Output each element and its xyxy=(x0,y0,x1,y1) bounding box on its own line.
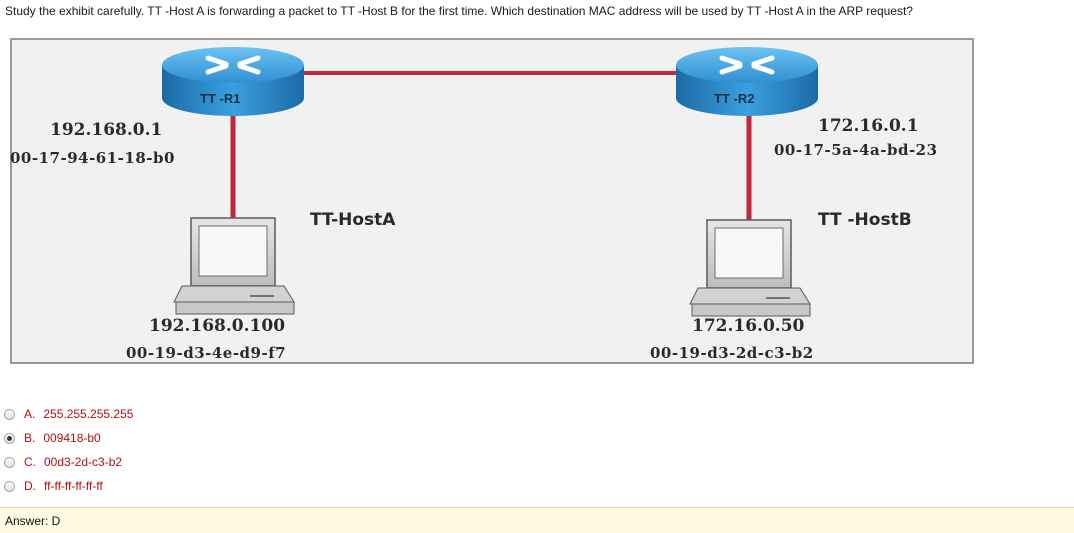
question-text: Study the exhibit carefully. TT -Host A … xyxy=(5,4,913,18)
router1-mac: 00-17-94-61-18-b0 xyxy=(10,149,175,167)
host-a-ip: 192.168.0.100 xyxy=(149,316,286,336)
radio-option-b[interactable] xyxy=(4,432,15,444)
option-b[interactable]: B. 009418-b0 xyxy=(4,426,133,450)
host-b-label: TT -HostB xyxy=(818,210,912,230)
svg-text:TT -R1: TT -R1 xyxy=(200,91,240,106)
router-r1-icon: TT -R1 xyxy=(162,47,304,116)
host-b-computer-icon xyxy=(689,219,811,317)
radio-option-c[interactable] xyxy=(4,456,15,468)
radio-option-a[interactable] xyxy=(4,408,15,420)
router-r2-icon: TT -R2 xyxy=(676,47,818,116)
option-a-letter: A. xyxy=(24,407,36,421)
option-b-text: 009418-b0 xyxy=(43,431,101,445)
radio-option-d[interactable] xyxy=(4,480,15,492)
option-b-letter: B. xyxy=(24,431,36,445)
option-a[interactable]: A. 255.255.255.255 xyxy=(4,402,133,426)
option-d-text: ff-ff-ff-ff-ff-ff xyxy=(44,479,103,493)
host-b-ip: 172.16.0.50 xyxy=(692,316,805,336)
svg-text:TT -R2: TT -R2 xyxy=(714,91,754,106)
router2-ip: 172.16.0.1 xyxy=(818,116,919,136)
host-a-mac: 00-19-d3-4e-d9-f7 xyxy=(126,344,287,362)
host-b-mac: 00-19-d3-2d-c3-b2 xyxy=(650,344,814,362)
answer-box: Answer: D xyxy=(0,507,1074,533)
host-a-label: TT-HostA xyxy=(310,210,396,230)
network-diagram: TT -R1 TT -R2 xyxy=(162,47,818,317)
host-a-computer-icon xyxy=(173,217,295,315)
option-c[interactable]: C. 00d3-2d-c3-b2 xyxy=(4,450,133,474)
answer-options: A. 255.255.255.255 B. 009418-b0 C. 00d3-… xyxy=(4,402,133,498)
option-a-text: 255.255.255.255 xyxy=(43,407,134,421)
router1-ip: 192.168.0.1 xyxy=(50,120,163,140)
option-d[interactable]: D. ff-ff-ff-ff-ff-ff xyxy=(4,474,133,498)
option-c-text: 00d3-2d-c3-b2 xyxy=(44,455,123,469)
option-d-letter: D. xyxy=(24,479,36,493)
network-exhibit: TT -R1 TT -R2 192.168.0.1 00-17-94-61-18… xyxy=(10,38,974,364)
router2-mac: 00-17-5a-4a-bd-23 xyxy=(774,141,938,159)
option-c-letter: C. xyxy=(24,455,36,469)
